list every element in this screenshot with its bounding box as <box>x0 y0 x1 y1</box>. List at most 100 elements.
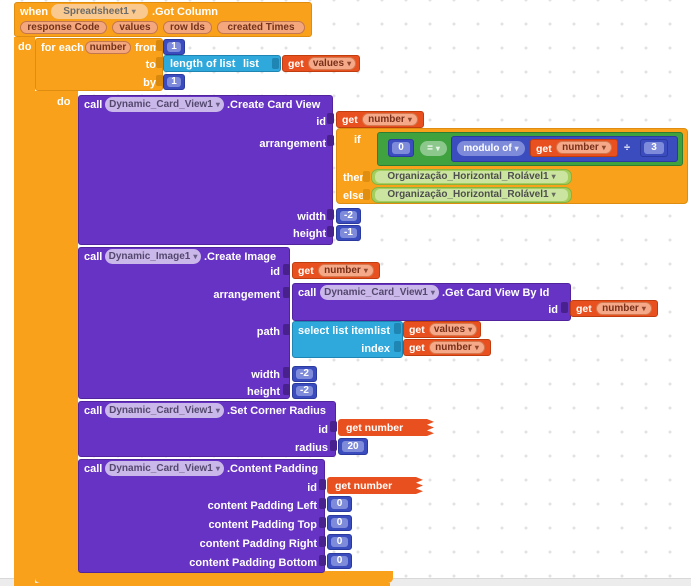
padding-bottom-label: content Padding Bottom <box>189 557 317 569</box>
from-socket <box>156 40 163 51</box>
length-of-list-block[interactable] <box>163 55 281 72</box>
number-block-three[interactable]: 3 <box>640 139 668 157</box>
call-keyword: call <box>84 463 103 475</box>
number-value[interactable]: -2 <box>296 369 313 379</box>
number-value[interactable]: 0 <box>392 142 410 154</box>
id-label: id <box>318 424 328 436</box>
number-value[interactable]: -2 <box>340 211 357 221</box>
to-socket <box>156 57 163 68</box>
number-block-width[interactable]: -2 <box>292 366 317 382</box>
number-block-padding-right[interactable]: 0 <box>327 534 352 550</box>
var-dropdown-number[interactable]: number <box>318 264 374 277</box>
number-value[interactable]: 1 <box>167 77 181 87</box>
number-block-from[interactable]: 1 <box>163 39 185 55</box>
var-dropdown-number[interactable]: number <box>556 141 612 154</box>
event-param-created-times[interactable]: created Times <box>217 21 305 34</box>
number-block-height[interactable]: -1 <box>336 225 361 241</box>
when-bottom-bar[interactable] <box>14 583 390 586</box>
component-dropdown[interactable]: Dynamic_Image1 <box>105 249 201 264</box>
height-label: height <box>247 386 280 398</box>
by-socket <box>156 75 163 86</box>
collapsed-get-number-block[interactable]: get number <box>338 419 434 436</box>
collapsed-get-number-block[interactable]: get number <box>327 477 423 494</box>
event-name: .Got Column <box>152 6 218 18</box>
content-padding-block[interactable] <box>78 459 325 573</box>
for-each-bottom-bar[interactable] <box>35 571 393 583</box>
height-socket <box>327 226 334 237</box>
modulo-dropdown[interactable]: modulo of <box>457 141 525 156</box>
id-label: id <box>316 116 326 128</box>
component-dropdown[interactable]: Dynamic_Card_View1 <box>105 97 224 112</box>
call-keyword: call <box>84 405 103 417</box>
get-keyword: get <box>288 58 304 70</box>
arrangement-label: arrangement <box>259 138 326 150</box>
arrangement-socket <box>283 287 290 298</box>
get-keyword: get <box>576 303 592 315</box>
number-value[interactable]: 0 <box>331 518 348 528</box>
when-do-arm[interactable] <box>14 37 35 586</box>
var-dropdown-values[interactable]: values <box>429 323 477 336</box>
number-value[interactable]: 0 <box>331 499 348 509</box>
number-block-padding-top[interactable]: 0 <box>327 515 352 531</box>
number-value[interactable]: 3 <box>644 142 664 154</box>
var-dropdown-number[interactable]: number <box>429 341 485 354</box>
list-socket <box>272 58 279 69</box>
length-of-list-label: length of list <box>170 58 236 70</box>
number-block-by[interactable]: 1 <box>163 74 185 90</box>
for-each-do-arm[interactable] <box>35 91 78 571</box>
component-dropdown[interactable]: Dynamic_Card_View1 <box>105 403 224 418</box>
var-dropdown-values[interactable]: values <box>308 57 356 70</box>
create-image-block[interactable] <box>78 247 290 399</box>
number-block-width[interactable]: -2 <box>336 208 361 224</box>
component-dropdown[interactable]: Dynamic_Card_View1 <box>105 461 224 476</box>
create-card-view-block[interactable] <box>78 95 333 245</box>
number-block-padding-bottom[interactable]: 0 <box>327 553 352 569</box>
number-value[interactable]: -1 <box>340 228 357 238</box>
id-socket <box>283 264 290 275</box>
component-dropdown[interactable]: Organização_Horizontal_Rolável1 <box>375 171 568 183</box>
radius-socket <box>330 440 337 451</box>
when-keyword: when <box>20 6 49 18</box>
operator-dropdown[interactable]: = <box>420 141 447 156</box>
number-block-zero[interactable]: 0 <box>388 139 414 157</box>
var-dropdown-number[interactable]: number <box>362 113 418 126</box>
event-param-values[interactable]: values <box>112 21 158 34</box>
then-socket <box>363 171 370 182</box>
number-block-padding-left[interactable]: 0 <box>327 496 352 512</box>
number-block-height[interactable]: -2 <box>292 383 317 399</box>
arrangement-label: arrangement <box>213 289 280 301</box>
component-dropdown[interactable]: Spreadsheet1 <box>51 4 148 19</box>
height-label: height <box>293 228 326 240</box>
id-socket <box>561 302 568 313</box>
event-param-row-ids[interactable]: row Ids <box>163 21 212 34</box>
number-block-radius[interactable]: 20 <box>338 438 368 455</box>
method-name: .Get Card View By Id <box>442 287 550 299</box>
loop-var-field[interactable]: number <box>85 41 131 54</box>
event-param-response-code[interactable]: response Code <box>20 21 107 34</box>
select-list-item-block[interactable] <box>292 321 403 358</box>
get-keyword: get <box>342 114 358 126</box>
padding-top-label: content Padding Top <box>208 519 317 531</box>
width-label: width <box>297 211 326 223</box>
radius-label: radius <box>294 442 328 454</box>
width-socket <box>327 209 334 220</box>
component-dropdown[interactable]: Dynamic_Card_View1 <box>320 285 439 300</box>
get-keyword: get <box>536 143 552 155</box>
number-value[interactable]: 0 <box>331 537 348 547</box>
id-socket <box>319 479 326 490</box>
number-value[interactable]: 1 <box>167 42 181 52</box>
id-socket <box>327 113 334 124</box>
number-value[interactable]: 20 <box>342 441 364 452</box>
number-value[interactable]: -2 <box>296 386 313 396</box>
method-name: .Set Corner Radius <box>227 405 327 417</box>
method-name: .Create Image <box>204 251 277 263</box>
number-value[interactable]: 0 <box>331 556 348 566</box>
height-socket <box>283 384 290 395</box>
list-socket <box>394 323 401 334</box>
var-dropdown-number[interactable]: number <box>596 302 652 315</box>
id-label: id <box>548 304 558 316</box>
select-list-item-label: select list item <box>298 325 374 337</box>
padding-right-label: content Padding Right <box>199 538 317 550</box>
component-dropdown[interactable]: Organização_Horizontal_Rolável1 <box>375 189 568 201</box>
